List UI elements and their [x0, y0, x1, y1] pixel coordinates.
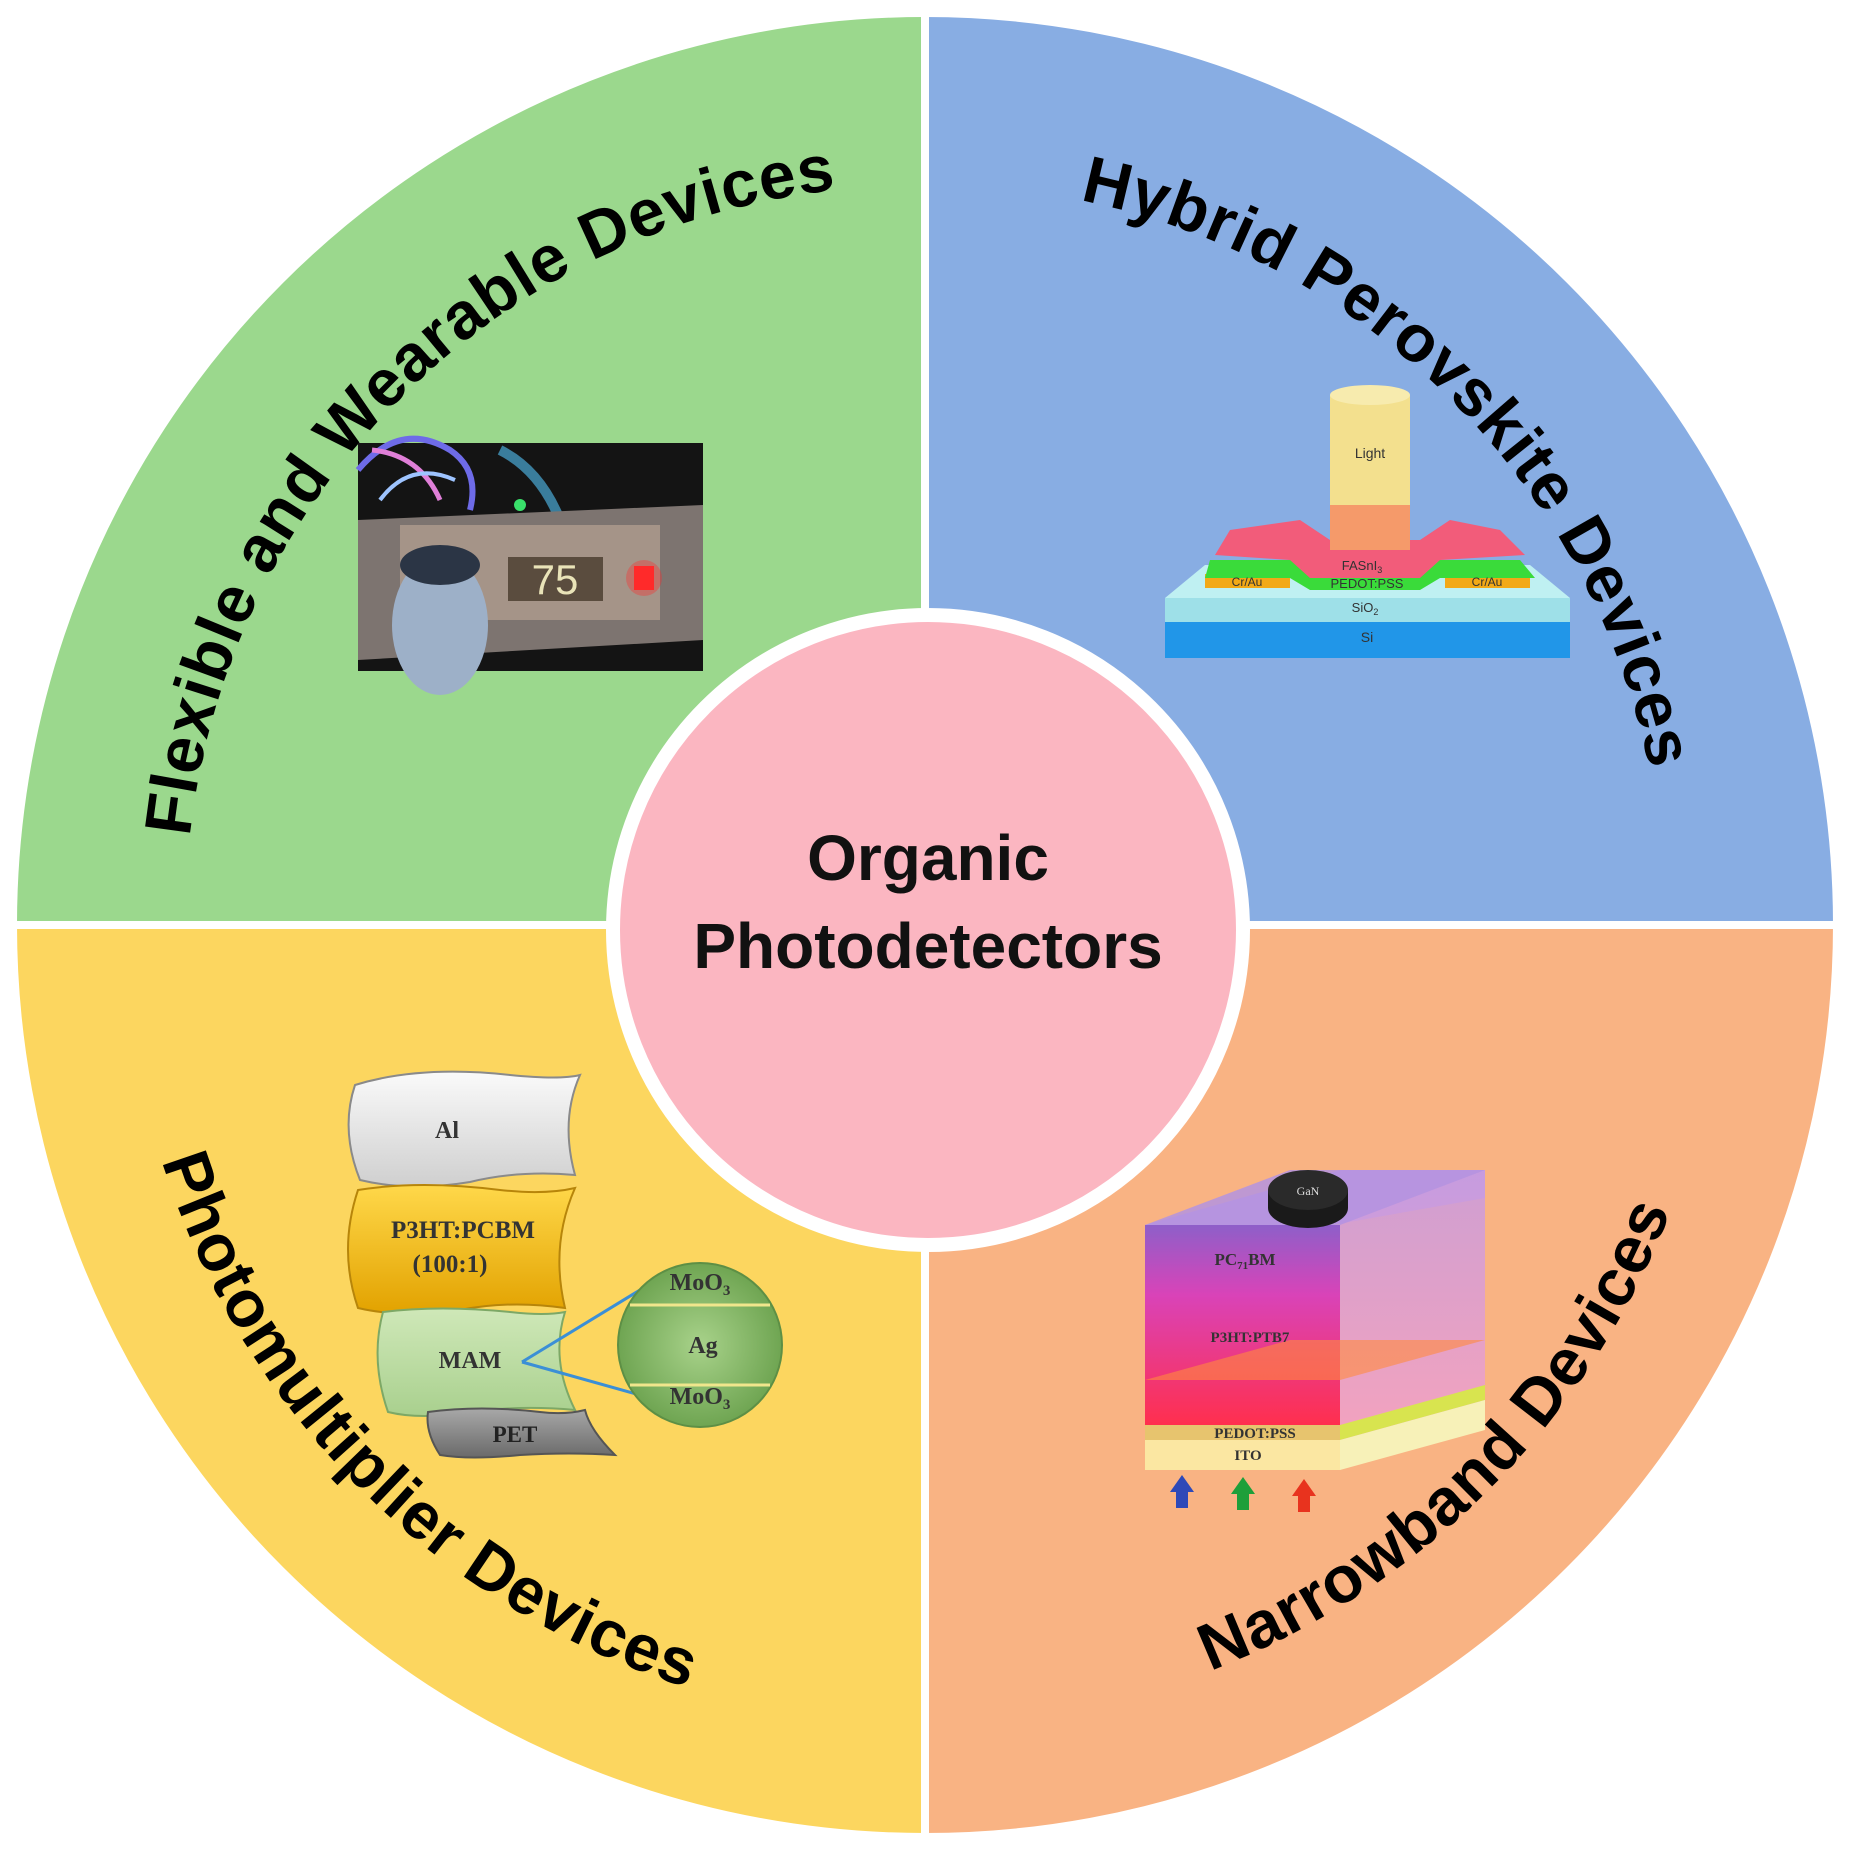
- narrowband-layer4-label: ITO: [1234, 1448, 1261, 1464]
- inset-bottom-label: MoO3: [670, 1384, 731, 1413]
- inset-top-label: MoO3: [670, 1270, 731, 1299]
- stack-electrode-label: MAM: [439, 1348, 502, 1374]
- narrowband-layer3-label: PEDOT:PSS: [1214, 1426, 1295, 1442]
- perovskite-substrate-label: Si: [1361, 629, 1373, 645]
- perovskite-electrode-right-label: Cr/Au: [1472, 575, 1503, 589]
- stack-active-label-line2: (100:1): [413, 1251, 488, 1278]
- center-title-line2: Photodetectors: [693, 910, 1162, 982]
- narrowband-layer2-label: P3HT:PTB7: [1211, 1330, 1290, 1346]
- perovskite-oxide-label: SiO2: [1352, 600, 1379, 617]
- wearable-display-readout: 75: [532, 556, 579, 603]
- photomultiplier-stack-diagram: Al P3HT:PCBM (100:1) MAM PET MoO3 Ag MoO…: [347, 1070, 783, 1459]
- narrowband-top-label: GaN: [1297, 1184, 1320, 1198]
- perovskite-absorber-label: FASnI3: [1342, 558, 1382, 575]
- narrowband-layer1-label: PC71BM: [1214, 1250, 1275, 1272]
- inset-middle-label: Ag: [688, 1333, 717, 1359]
- stack-substrate-label: PET: [493, 1422, 538, 1447]
- perovskite-light-label: Light: [1355, 445, 1385, 461]
- stack-top-label: Al: [435, 1118, 459, 1144]
- light-arrow-blue: [1170, 1475, 1194, 1508]
- light-arrow-red: [1292, 1479, 1316, 1512]
- light-arrow-green: [1231, 1477, 1255, 1510]
- center-title-line1: Organic: [807, 822, 1049, 894]
- narrowband-device-diagram: GaN PC71BM P3HT:PTB7 PEDOT:PSS ITO: [1145, 1170, 1485, 1512]
- perovskite-hole-layer-label: PEDOT:PSS: [1331, 576, 1404, 591]
- center-circle: [606, 608, 1250, 1252]
- perovskite-device-diagram: Light FASnI3 PEDOT:PSS Cr/Au Cr/Au SiO2 …: [1165, 385, 1570, 658]
- stack-active-label-line1: P3HT:PCBM: [391, 1217, 535, 1244]
- wearable-device-photo: 75: [355, 435, 703, 695]
- perovskite-electrode-left-label: Cr/Au: [1232, 575, 1263, 589]
